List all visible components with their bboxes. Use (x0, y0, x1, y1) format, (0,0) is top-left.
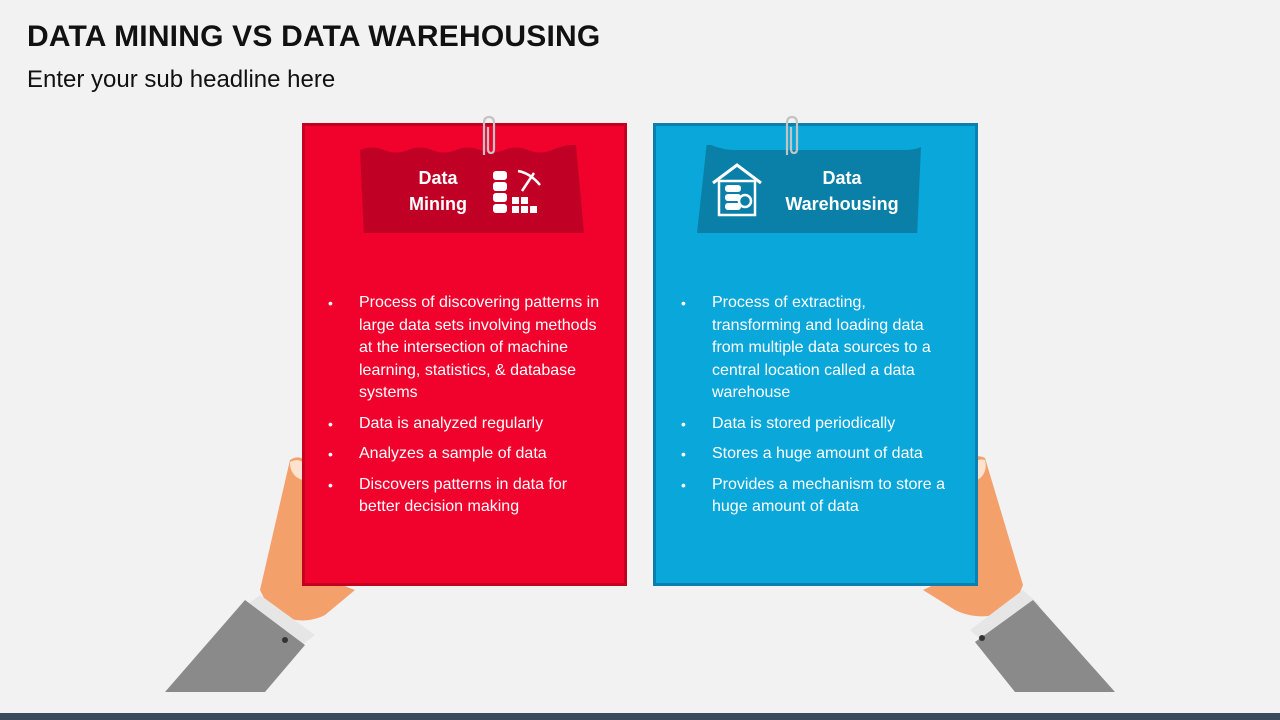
data-warehouse-icon (712, 163, 762, 217)
tag-title-line2: Mining (409, 194, 467, 214)
list-item: Data is stored periodically (681, 413, 956, 436)
right-hand-illustration (923, 456, 1115, 692)
tag-title: Data Warehousing (777, 165, 907, 217)
list-item: Data is analyzed regularly (328, 413, 603, 436)
footer-bar (0, 713, 1280, 720)
list-item: Discovers patterns in data for better de… (328, 474, 603, 519)
list-item: Process of discovering patterns in large… (328, 292, 603, 405)
list-item: Process of extracting, transforming and … (681, 292, 956, 405)
tag-title-line1: Data (418, 168, 458, 188)
list-item: Analyzes a sample of data (328, 443, 603, 466)
tag-title: Data Mining (388, 165, 488, 217)
paper-clip-icon (785, 115, 799, 155)
data-mining-bullets: Process of discovering patterns in large… (328, 292, 603, 527)
tag-title-line2: Warehousing (785, 194, 899, 214)
tag-background (697, 145, 921, 233)
tag-title-line1: Data (822, 168, 862, 188)
list-item: Stores a huge amount of data (681, 443, 956, 466)
data-mining-icon (493, 169, 541, 213)
paper-clip-icon (482, 115, 496, 155)
data-warehousing-tag: Data Warehousing (697, 145, 921, 233)
list-item: Provides a mechanism to store a huge amo… (681, 474, 956, 519)
slide-subtitle: Enter your sub headline here (27, 66, 336, 93)
data-warehousing-bullets: Process of extracting, transforming and … (681, 292, 956, 527)
slide-title: DATA MINING VS DATA WAREHOUSING (27, 20, 601, 53)
data-mining-tag: Data Mining (360, 145, 584, 233)
